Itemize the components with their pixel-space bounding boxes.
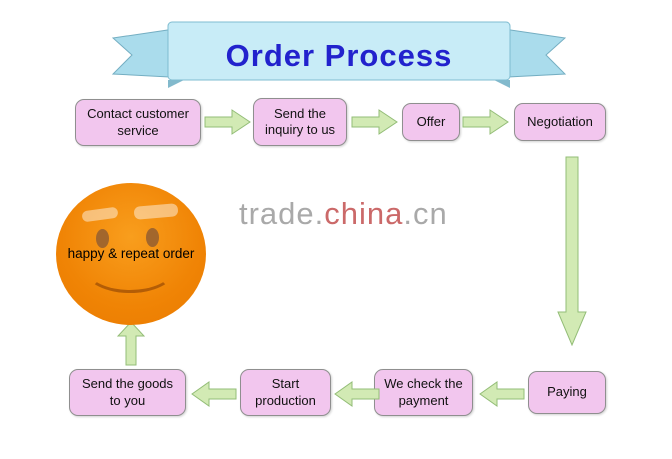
arrow-left-icon xyxy=(334,381,380,407)
watermark-china: china xyxy=(324,196,404,231)
smiley-face-icon xyxy=(56,183,206,325)
arrow-right-icon xyxy=(351,109,398,135)
arrow-left-icon xyxy=(191,381,237,407)
arrow-up-icon xyxy=(117,321,145,366)
node-contact-customer-service: Contact customer service xyxy=(75,99,201,146)
highlight-streak-icon xyxy=(81,206,119,223)
arrow-right-icon xyxy=(204,109,251,135)
arrow-right-icon xyxy=(462,109,509,135)
page-title: Order Process xyxy=(225,38,453,73)
happy-repeat-order-label: happy & repeat order xyxy=(67,246,195,261)
smiley-mouth-icon xyxy=(86,249,174,293)
watermark: trade.china.cn xyxy=(239,196,448,232)
watermark-trade: trade. xyxy=(239,196,325,231)
highlight-streak-icon xyxy=(133,203,179,220)
title-banner: Order Process xyxy=(110,14,568,90)
node-paying: Paying xyxy=(528,371,606,414)
node-send-goods: Send the goods to you xyxy=(69,369,186,416)
smiley-left-eye-icon xyxy=(96,229,109,248)
node-negotiation: Negotiation xyxy=(514,103,606,141)
node-offer: Offer xyxy=(402,103,460,141)
smiley-right-eye-icon xyxy=(146,228,159,247)
node-send-inquiry: Send the inquiry to us xyxy=(253,98,347,146)
node-check-payment: We check the payment xyxy=(374,369,473,416)
arrow-left-icon xyxy=(479,381,525,407)
ribbon-banner-icon xyxy=(111,21,567,88)
watermark-cn: .cn xyxy=(403,196,448,231)
node-start-production: Start production xyxy=(240,369,331,416)
arrow-down-icon xyxy=(557,156,587,346)
